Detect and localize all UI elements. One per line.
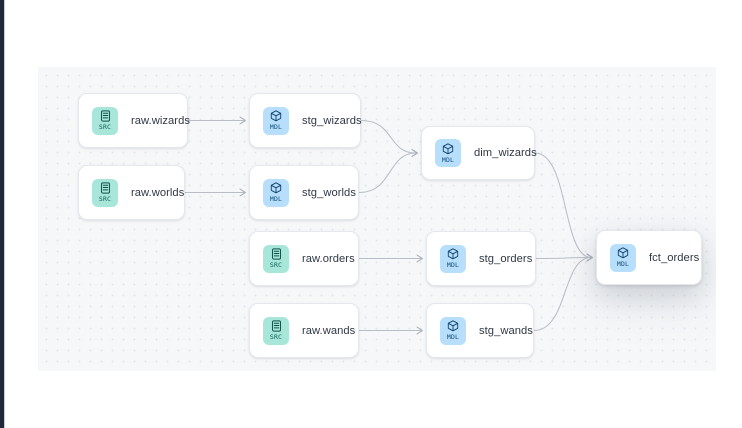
cube-icon (447, 248, 459, 260)
node-kind-badge: MDL (263, 106, 289, 135)
node-label: raw.wands (302, 324, 356, 337)
node-kind-label: SRC (98, 195, 112, 203)
node-label: stg_wands (479, 324, 533, 337)
node-kind-badge: MDL (435, 139, 461, 167)
database-icon (271, 248, 282, 260)
graph-edge-arrowhead (239, 116, 246, 125)
node-kind-badge: SRC (263, 244, 289, 273)
node-kind-label: MDL (446, 333, 460, 341)
graph-edge-arrowhead (586, 253, 593, 262)
graph-node-stg_orders[interactable]: MDL stg_orders (426, 231, 536, 286)
node-kind-label: MDL (616, 260, 630, 268)
database-icon (100, 182, 111, 194)
left-nav-rail (0, 0, 5, 428)
graph-node-fct_orders[interactable]: MDL fct_orders (596, 230, 702, 285)
graph-edge-stg_wizards-to-dim_wizards (360, 119, 417, 154)
graph-edge-arrowhead (411, 149, 418, 157)
graph-edge-dim_wizards-to-fct_orders (534, 152, 592, 259)
node-label: stg_worlds (302, 186, 356, 199)
node-label: stg_wizards (302, 114, 362, 127)
cube-icon (270, 182, 282, 194)
node-kind-badge: MDL (440, 244, 466, 273)
graph-node-raw_orders[interactable]: SRC raw.orders (249, 231, 359, 286)
node-label: raw.orders (302, 252, 355, 265)
left-rail-divider (4, 0, 5, 428)
graph-node-stg_wands[interactable]: MDL stg_wands (426, 303, 534, 358)
node-kind-badge: MDL (263, 178, 289, 207)
graph-edge-arrowhead (586, 253, 593, 262)
graph-edge-stg_wands-to-fct_orders (533, 256, 592, 332)
node-kind-badge: SRC (92, 106, 118, 135)
graph-edge-stg_orders-to-fct_orders (535, 256, 592, 260)
node-kind-label: SRC (269, 333, 283, 341)
graph-edge-arrowhead (416, 254, 423, 263)
cube-icon (442, 142, 454, 155)
graph-node-dim_wizards[interactable]: MDL dim_wizards (421, 126, 537, 180)
node-kind-badge: SRC (92, 178, 118, 207)
node-kind-label: MDL (269, 123, 283, 131)
node-kind-label: MDL (269, 195, 283, 203)
node-kind-label: MDL (446, 261, 460, 269)
graph-node-stg_wizards[interactable]: MDL stg_wizards (249, 93, 362, 148)
node-kind-badge: MDL (610, 243, 636, 272)
database-icon (100, 110, 111, 122)
node-kind-label: SRC (269, 261, 283, 269)
graph-node-raw_wizards[interactable]: SRC raw.wizards (78, 93, 190, 148)
cube-icon (447, 320, 459, 332)
cube-icon (270, 110, 282, 122)
database-icon (271, 320, 282, 332)
graph-edge-arrowhead (239, 188, 246, 197)
graph-edge-arrowhead (411, 149, 418, 157)
node-label: stg_orders (479, 252, 533, 265)
graph-edge-stg_worlds-to-dim_wizards (358, 152, 417, 194)
node-kind-badge: SRC (263, 316, 289, 345)
node-label: raw.worlds (131, 186, 185, 199)
cube-icon (617, 247, 629, 259)
graph-node-raw_worlds[interactable]: SRC raw.worlds (78, 165, 185, 220)
graph-edge-arrowhead (416, 326, 423, 335)
graph-node-raw_wands[interactable]: SRC raw.wands (249, 303, 359, 358)
graph-node-stg_worlds[interactable]: MDL stg_worlds (249, 165, 359, 220)
node-kind-badge: MDL (440, 316, 466, 345)
node-label: dim_wizards (474, 147, 537, 159)
node-label: raw.wizards (131, 114, 190, 127)
node-kind-label: MDL (441, 155, 455, 164)
node-kind-label: SRC (98, 123, 112, 131)
node-label: fct_orders (649, 251, 700, 264)
graph-edge-arrowhead (586, 253, 593, 262)
